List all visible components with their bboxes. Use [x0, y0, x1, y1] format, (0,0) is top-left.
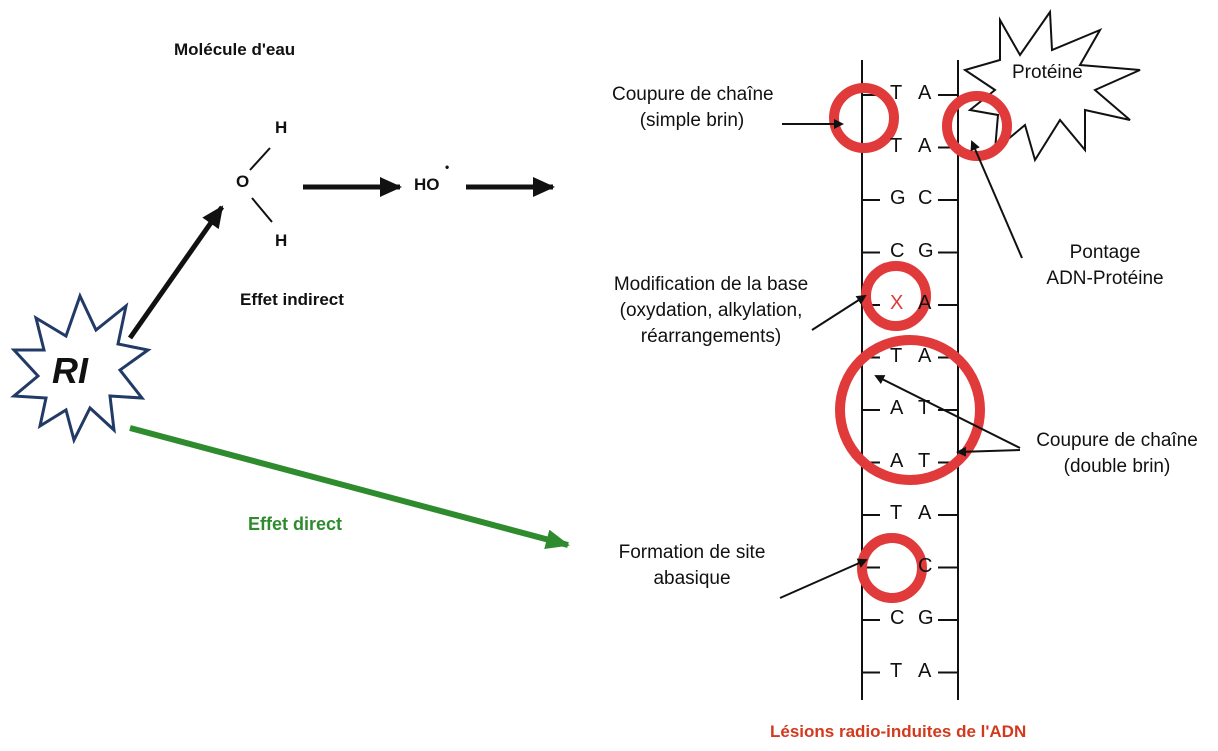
base-left: T — [890, 344, 903, 367]
lesion-abasic-site — [857, 533, 927, 603]
base-left: G — [890, 187, 906, 209]
base-left: T — [890, 134, 903, 157]
base-right: T — [918, 397, 931, 419]
single-strand-line-2: (simple brin) — [639, 110, 745, 131]
abasic-line-1: Formation de site — [618, 542, 766, 563]
base-left: A — [890, 397, 904, 419]
h-bottom-label: H — [275, 231, 288, 250]
base-right: T — [918, 449, 931, 472]
arrow-abasic — [779, 558, 868, 599]
arrow-crosslink — [970, 140, 1023, 259]
base-right: G — [918, 239, 934, 262]
arrow-ri-to-water — [127, 205, 225, 340]
abasic-line-2: abasique — [653, 568, 731, 589]
arrow-double-strand-b — [956, 446, 1021, 457]
base-right: A — [918, 134, 932, 157]
base-left: X — [890, 292, 904, 314]
base-right: A — [918, 344, 932, 367]
base-mod-line-3: réarrangements) — [640, 326, 782, 347]
base-right: C — [918, 187, 933, 209]
arrow-base-mod — [811, 294, 867, 331]
oh-bond-bottom — [251, 197, 273, 223]
ri-label: RI — [52, 350, 88, 391]
oh-bond-top — [249, 147, 271, 171]
water-title: Molécule d'eau — [174, 40, 296, 59]
lesion-double-strand-break — [835, 335, 985, 485]
radical-label: HO — [414, 175, 440, 194]
crosslink-annotation: Pontage ADN-Protéine — [1030, 240, 1180, 292]
base-right: C — [918, 554, 933, 577]
base-left: T — [890, 659, 903, 682]
base-left: C — [890, 607, 905, 629]
crosslink-line-2: ADN-Protéine — [1046, 268, 1164, 289]
lesion-single-strand-break — [829, 83, 899, 153]
single-strand-annotation: Coupure de chaîne (simple brin) — [612, 82, 774, 134]
arrow-double-strand-a — [874, 375, 1021, 449]
base-right: A — [918, 659, 932, 682]
h-top-label: H — [275, 118, 288, 137]
o-label: O — [236, 172, 250, 191]
double-strand-line-1: Coupure de chaîne — [1036, 430, 1198, 451]
base-left: T — [890, 82, 903, 104]
base-mod-line-1: Modification de la base — [613, 274, 809, 295]
crosslink-line-1: Pontage — [1069, 242, 1141, 263]
base-left: A — [890, 449, 904, 472]
base-left: C — [890, 239, 905, 262]
base-mod-annotation: Modification de la base (oxydation, alky… — [595, 272, 827, 350]
protein-label: Protéine — [1012, 62, 1083, 83]
radical-dot: • — [445, 160, 450, 174]
direct-effect-label: Effet direct — [248, 514, 343, 534]
single-strand-line-1: Coupure de chaîne — [612, 84, 774, 105]
abasic-annotation: Formation de site abasique — [612, 540, 772, 592]
base-left: T — [890, 502, 903, 524]
base-right: A — [918, 82, 932, 104]
base-right: A — [918, 292, 932, 314]
base-right: A — [918, 502, 932, 524]
ri-burst-icon — [10, 292, 152, 445]
protein-burst-icon — [962, 9, 1141, 163]
diagram-caption: Lésions radio-induites de l'ADN — [770, 722, 1027, 741]
double-strand-annotation: Coupure de chaîne (double brin) — [1024, 428, 1210, 480]
double-strand-line-2: (double brin) — [1063, 456, 1171, 477]
arrow-direct-effect — [129, 425, 570, 549]
base-right: G — [918, 607, 934, 629]
base-mod-line-2: (oxydation, alkylation, — [619, 300, 803, 321]
indirect-effect-label: Effet indirect — [240, 290, 344, 309]
